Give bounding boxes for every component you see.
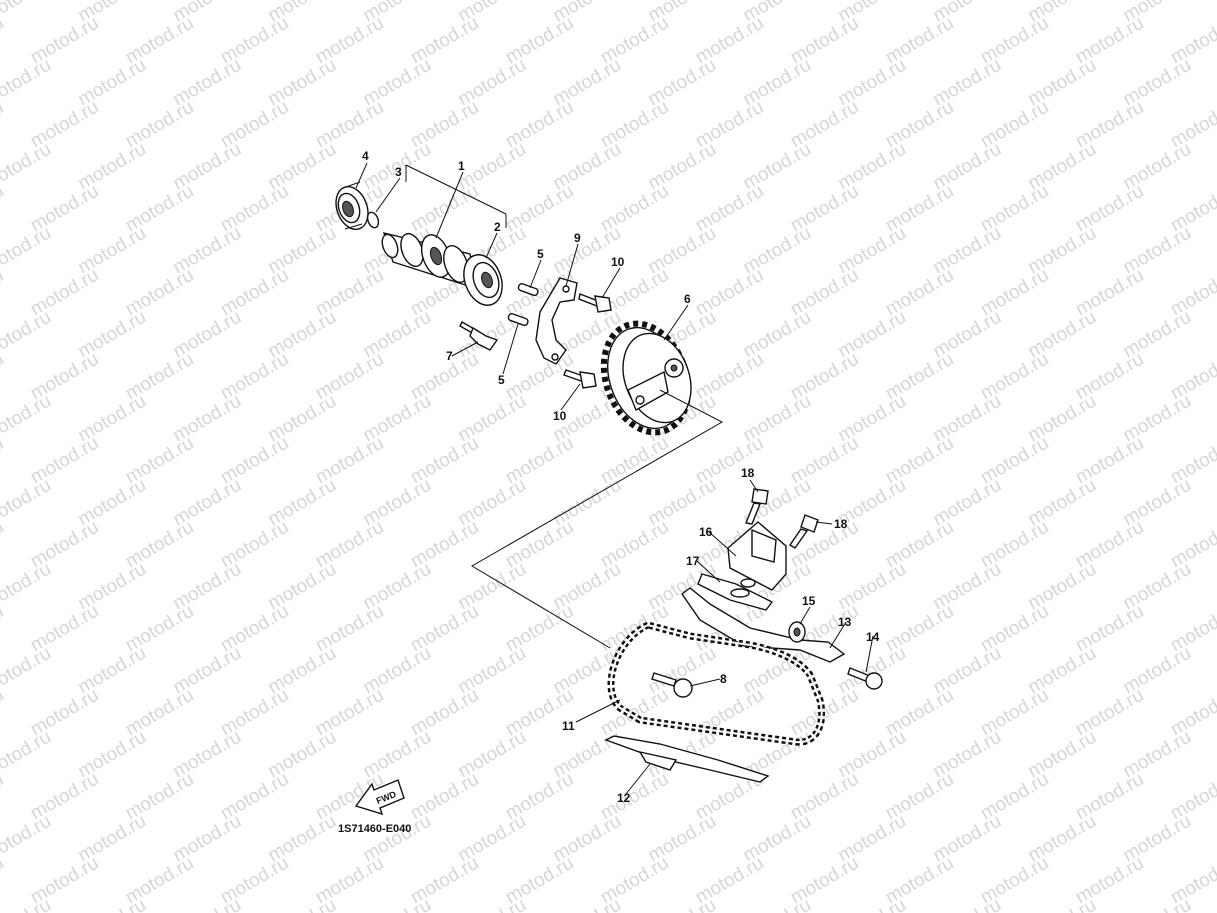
chain-tensioner-group xyxy=(604,488,883,783)
dowel-pin-upper xyxy=(517,282,539,297)
bolt-part-18-right xyxy=(789,514,819,549)
watermark-text: motod.ru xyxy=(0,97,7,153)
callout-18-right: 18 xyxy=(834,517,848,531)
chain-guide-part-12 xyxy=(604,735,770,783)
camshaft-part-1 xyxy=(381,232,479,291)
watermark-text: motod.ru xyxy=(75,895,150,913)
callout-16: 16 xyxy=(699,525,713,539)
bolt-part-18-left xyxy=(745,488,769,525)
watermark-text: motod.ru xyxy=(0,811,55,867)
bolt-part-10-upper xyxy=(578,293,612,313)
callout-12: 12 xyxy=(617,791,631,805)
retainer-plate-part-9 xyxy=(535,277,578,365)
callout-9: 9 xyxy=(574,231,581,245)
callout-5-upper: 5 xyxy=(537,247,544,261)
watermark-text: motod.ru xyxy=(0,727,55,783)
watermark-text: motod.ru xyxy=(0,517,7,573)
assembly-indicator-line xyxy=(471,389,724,649)
callout-8: 8 xyxy=(720,672,727,686)
watermark-text: motod.ru xyxy=(455,895,530,913)
callout-17: 17 xyxy=(686,554,700,568)
callout-15: 15 xyxy=(802,594,816,608)
callout-1: 1 xyxy=(458,159,465,173)
watermark-text: motod.ru xyxy=(0,685,7,741)
watermark-text: motod.ru xyxy=(360,895,435,913)
callout-11: 11 xyxy=(562,719,575,733)
watermark-text: motod.ru xyxy=(0,433,7,489)
circlip-part-3 xyxy=(366,211,380,229)
watermark-text: motod.ru xyxy=(170,895,245,913)
watermark-text: motod.ru xyxy=(0,391,55,447)
watermark-text: motod.ru xyxy=(0,601,7,657)
bearing-part-4 xyxy=(335,181,369,231)
callout-6: 6 xyxy=(684,292,691,306)
watermark-text: motod.ru xyxy=(930,895,1005,913)
bolt-part-10-lower xyxy=(563,369,597,389)
watermark-text: motod.ru xyxy=(550,895,625,913)
watermark-text: motod.ru xyxy=(1025,895,1100,913)
watermark-text: motod.ru xyxy=(0,181,7,237)
dowel-pin-lower xyxy=(507,312,529,327)
collar-part-15 xyxy=(788,621,806,643)
cam-sprocket-part-6 xyxy=(600,320,692,436)
leader-lines xyxy=(355,162,874,795)
watermark-text: motod.ru xyxy=(0,769,7,825)
callout-14: 14 xyxy=(866,630,880,644)
callout-10-lower: 10 xyxy=(553,409,567,423)
timing-chain-part-11 xyxy=(607,621,826,746)
bearing-part-2 xyxy=(463,254,503,306)
watermark-text: motod.ru xyxy=(0,307,55,363)
watermark-text: motod.ru xyxy=(645,895,720,913)
callout-2: 2 xyxy=(494,220,501,234)
diagram-code: 1S71460-E040 xyxy=(338,823,411,835)
watermark-text: motod.ru xyxy=(0,55,55,111)
bolt-part-8 xyxy=(651,672,693,698)
watermark-text: motod.ru xyxy=(0,223,55,279)
camshaft-assembly-group xyxy=(335,181,692,436)
callout-18-upper: 18 xyxy=(741,466,755,480)
watermark-text: motod.ru xyxy=(0,349,7,405)
callout-13: 13 xyxy=(838,615,852,629)
watermark-text: motod.ru xyxy=(0,643,55,699)
callout-labels: 4 3 1 2 5 9 10 6 7 5 10 18 18 16 17 15 1… xyxy=(362,149,880,805)
chain-guide-part-13 xyxy=(681,587,846,663)
bolt-part-14 xyxy=(847,667,883,690)
callout-7: 7 xyxy=(446,349,453,363)
tensioner-part-16 xyxy=(727,521,787,591)
bolt-part-7 xyxy=(459,321,499,351)
watermark-text: motod.ru xyxy=(740,895,815,913)
gasket-part-17 xyxy=(697,573,774,611)
watermark-text: motod.ru xyxy=(0,139,55,195)
callout-3: 3 xyxy=(395,165,402,179)
watermark-text: motod.ru xyxy=(0,475,55,531)
forward-direction-arrow: FWD xyxy=(354,779,405,816)
watermark-text: motod.ru xyxy=(0,559,55,615)
watermark-text: motod.ru xyxy=(835,895,910,913)
callout-10-upper: 10 xyxy=(611,255,625,269)
watermark-text: motod.ru xyxy=(0,853,7,909)
watermark-text: motod.ru xyxy=(0,13,7,69)
callout-5-lower: 5 xyxy=(498,373,505,387)
callout-4: 4 xyxy=(362,149,369,163)
watermark-text: motod.ru xyxy=(0,265,7,321)
watermark-text: motod.ru xyxy=(0,0,55,26)
watermark-text: motod.ru xyxy=(1120,895,1195,913)
watermark-text: motod.ru xyxy=(265,895,340,913)
